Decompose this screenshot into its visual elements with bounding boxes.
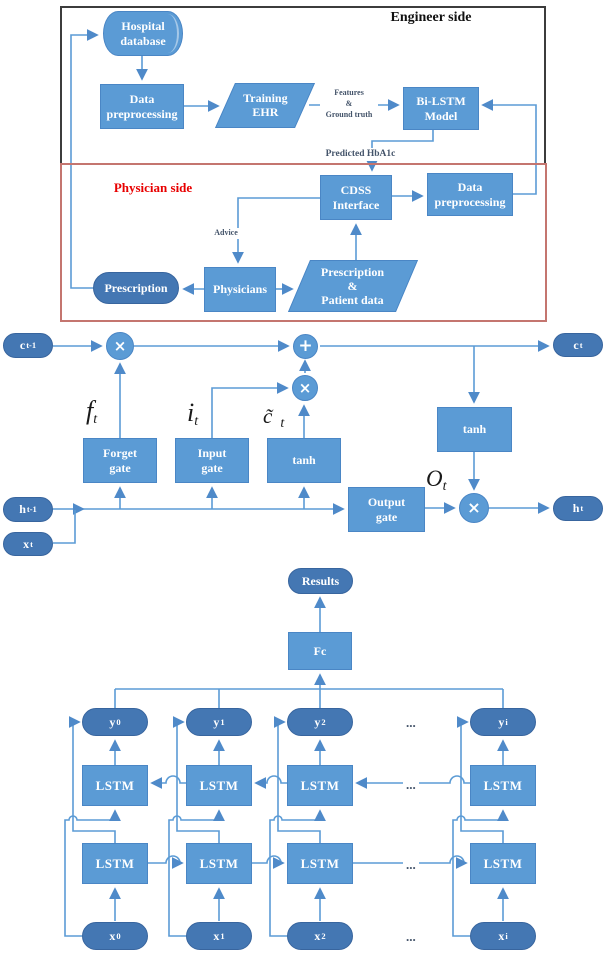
backward-row-dots: ... [403,778,419,791]
forward-lstm-1: LSTM [186,843,252,884]
forward-lstm-2: LSTM [287,843,353,884]
features-ground-truth-label: Features & Ground truth [320,88,378,121]
bilstm-model-node: Bi-LSTM Model [403,87,479,130]
backward-lstm-1: LSTM [186,765,252,806]
prescription-node: Prescription [93,272,179,304]
advice-label: Advice [212,228,240,239]
forward-lstm-0: LSTM [82,843,148,884]
prescription-patient-data-node: Prescription & Patient data [287,260,419,312]
backward-lstm-2: LSTM [287,765,353,806]
physician-side-box [60,163,547,322]
results-node: Results [288,568,353,594]
multiply-op-output: × [459,493,489,523]
tanh-candidate-node: tanh [267,438,341,483]
input-gate-node: Input gate [175,438,249,483]
tanh-output-node: tanh [437,407,512,452]
f-t-label: ft [86,396,98,428]
forget-gate-node: Forget gate [83,438,157,483]
forward-lstm-i: LSTM [470,843,536,884]
physician-side-title: Physician side [113,180,193,195]
backward-lstm-0: LSTM [82,765,148,806]
backward-lstm-i: LSTM [470,765,536,806]
multiply-op-input: × [292,375,318,401]
multiply-op-forget: × [106,332,134,360]
cdss-interface-node: CDSS Interface [320,175,392,220]
forward-row-dots: ... [403,858,419,871]
physicians-node: Physicians [204,267,276,312]
hospital-database-node: Hospital database [103,11,183,56]
data-preprocessing-physician-node: Data preprocessing [427,173,513,216]
predicted-hba1c-label: Predicted HbA1c [312,148,409,161]
engineer-side-title: Engineer side [390,10,472,25]
data-preprocessing-engineer-node: Data preprocessing [100,84,184,129]
x-row-dots: ... [403,930,419,943]
i-t-label: it [187,398,199,430]
o-t-label: Ot [426,466,447,495]
output-gate-node: Output gate [348,487,425,532]
add-op: + [293,334,318,359]
c-tilde-t-label: c̃t [263,404,285,432]
fc-node: Fc [288,632,352,670]
y-row-dots: ... [403,716,419,729]
